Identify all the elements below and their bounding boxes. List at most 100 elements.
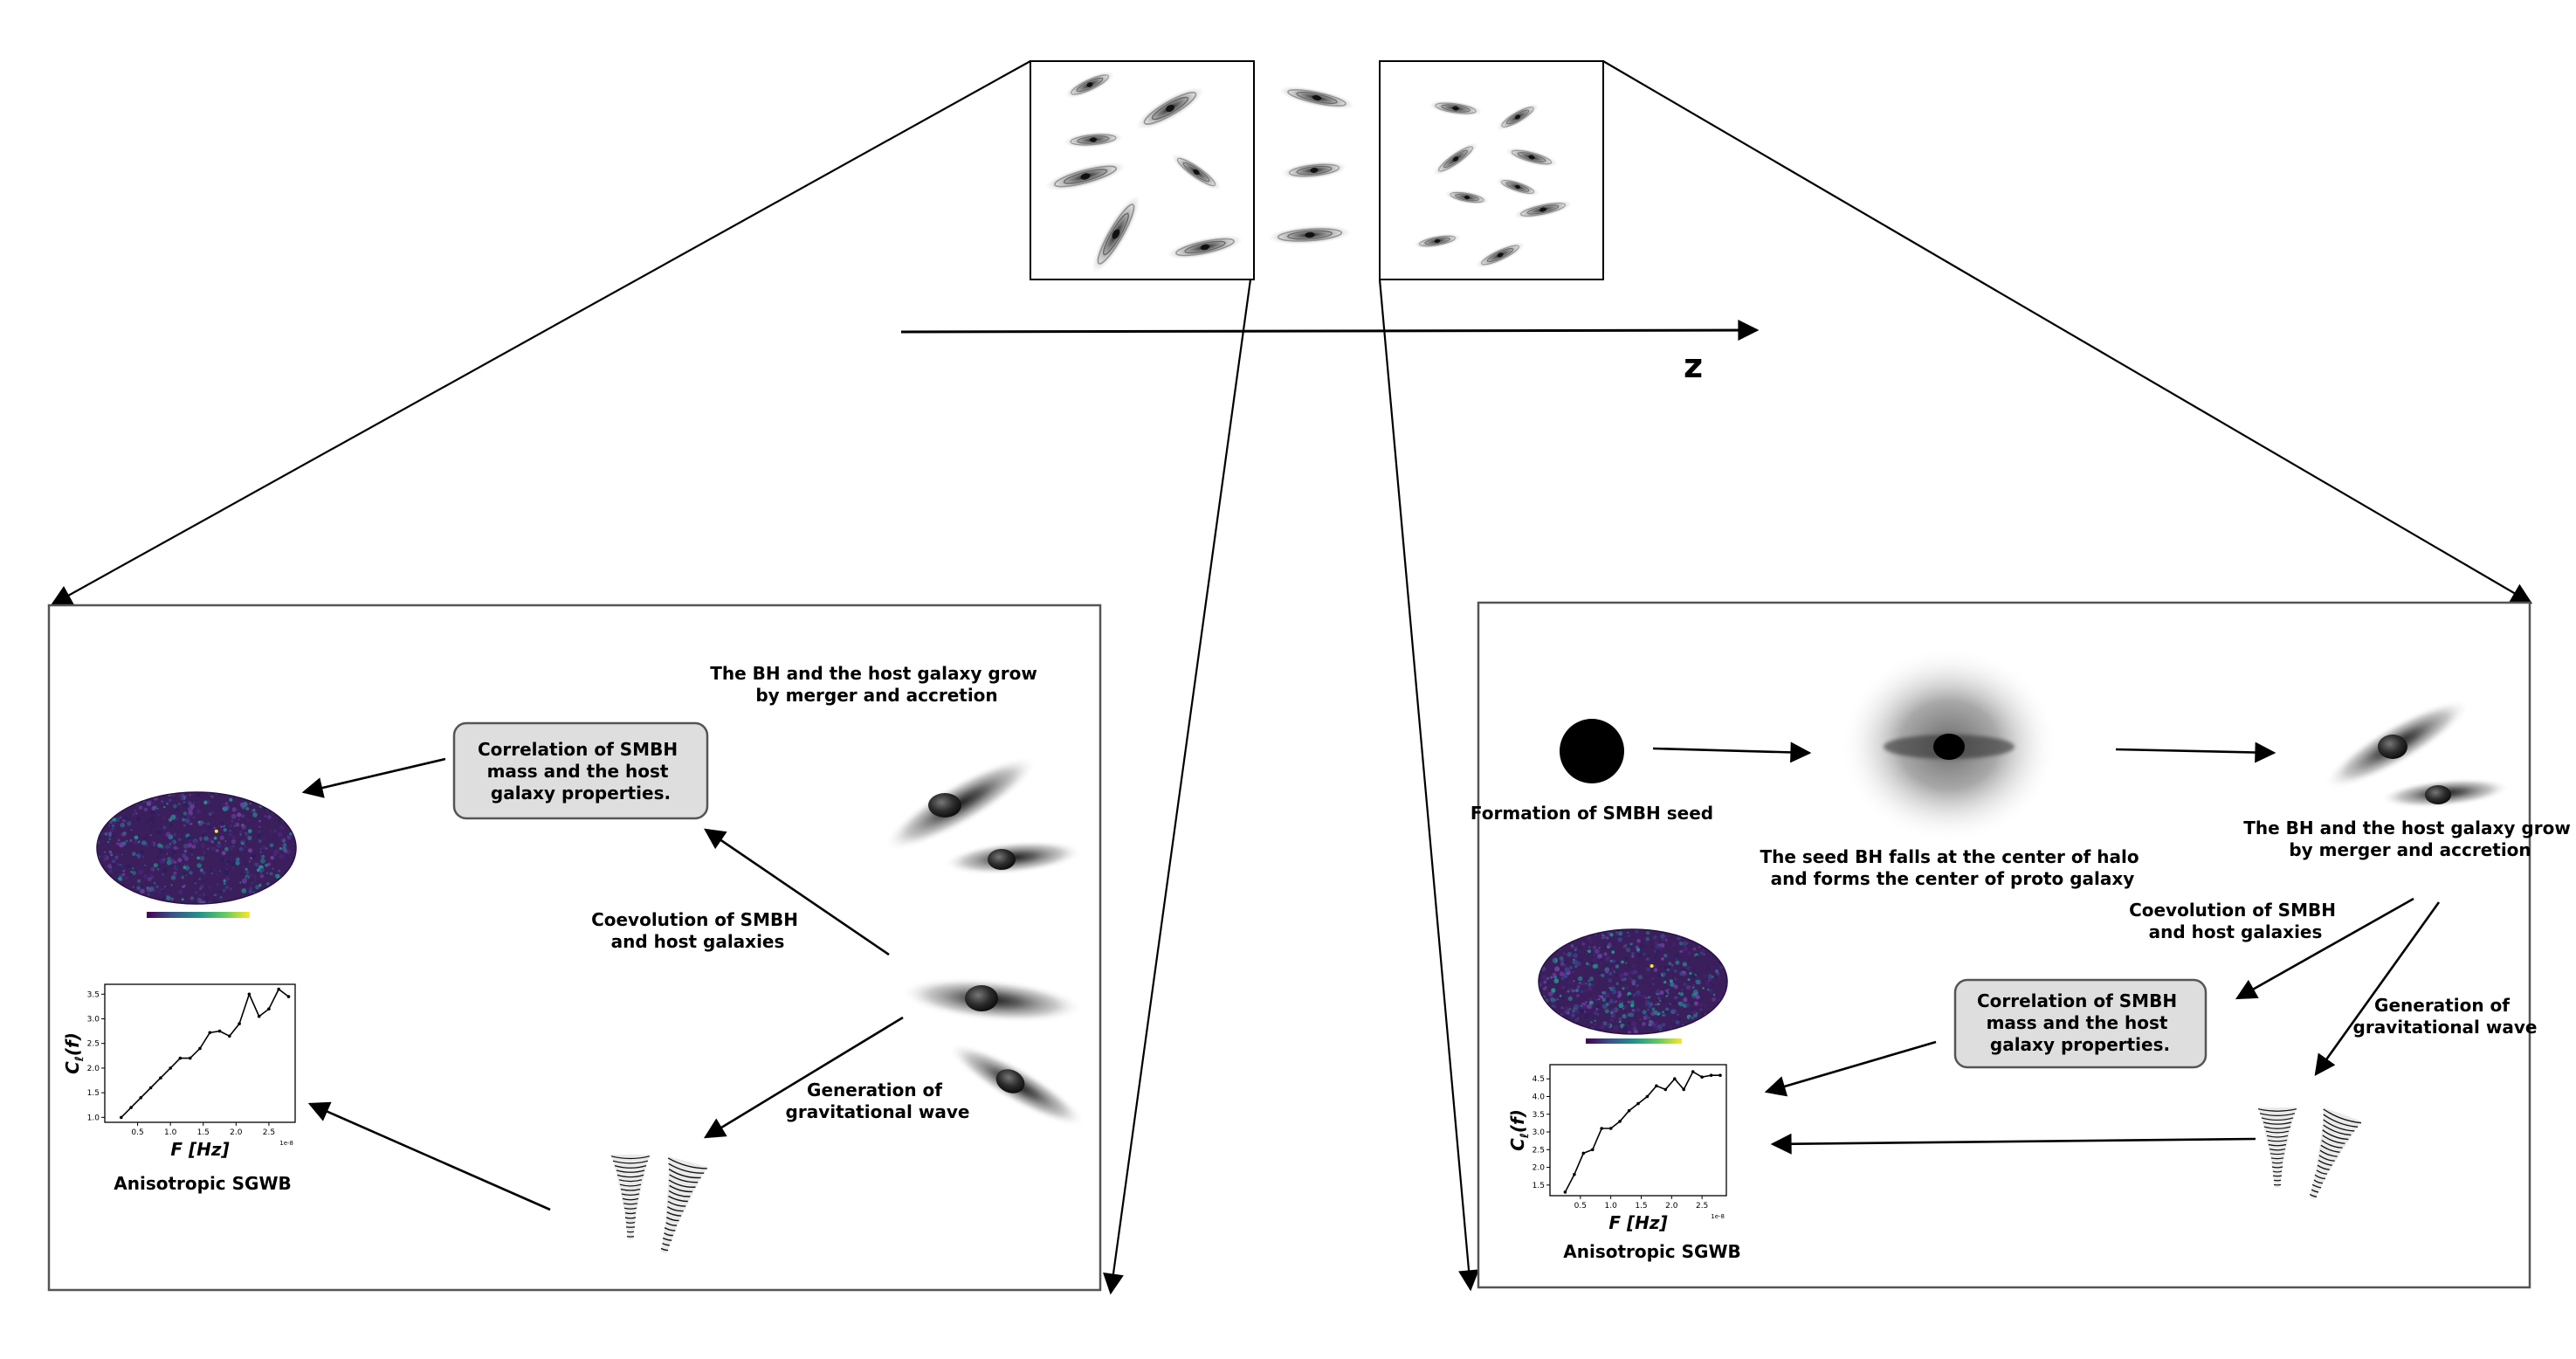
black-hole-icon [2425, 785, 2451, 804]
cl-data-point [1718, 1073, 1722, 1077]
cl-data-point [1691, 1070, 1695, 1073]
x-tick-label: 2.5 [1696, 1202, 1708, 1211]
cl-data-point [1563, 1190, 1567, 1194]
left-merging-galaxies-top [875, 742, 1085, 880]
left-grow-label: The BH and the host galaxy grow by merge… [710, 663, 1043, 706]
arrow-box-to-skymap [301, 757, 446, 798]
left-merging-galaxies-bottom [899, 972, 1092, 1139]
skymap-colorbar [147, 912, 250, 918]
zoom-connectors [50, 60, 2533, 1295]
black-hole-icon [988, 849, 1016, 870]
x-axis-label: F [Hz] [170, 1139, 229, 1160]
cl-data-point [148, 1086, 153, 1090]
cl-data-point [129, 1106, 133, 1109]
y-tick-label: 3.0 [1533, 1128, 1546, 1137]
smbh-seed-icon [1560, 719, 1624, 783]
right-grow-label: The BH and the host galaxy grow by merge… [2243, 817, 2576, 860]
x-tick-label: 1.0 [1604, 1202, 1617, 1211]
arrow-gw-to-plot [307, 1101, 551, 1211]
right-skymap [1538, 928, 1728, 1044]
y-tick-label: 3.0 [87, 1016, 100, 1024]
right-gw-funnels [2257, 1107, 2363, 1207]
right-coevolution-label: Coevolution of SMBH and host galaxies [2129, 900, 2342, 942]
cl-data-point [238, 1022, 241, 1025]
cl-data-point [257, 1014, 261, 1018]
right-seed-label: Formation of SMBH seed [1471, 803, 1713, 824]
cl-data-point [1581, 1151, 1586, 1155]
y-tick-label: 1.5 [87, 1089, 100, 1098]
cl-data-point [1673, 1077, 1677, 1080]
left-panel-frame [47, 604, 1102, 1292]
cl-series-line [121, 988, 289, 1118]
arrow-gw-to-plot [1770, 1133, 2256, 1155]
cl-data-point [1682, 1087, 1685, 1092]
redshift-axis-arrow [900, 320, 1760, 341]
x-tick-label: 2.5 [263, 1128, 275, 1137]
arrow-galaxies-to-box [704, 828, 890, 956]
y-tick-label: 2.5 [1533, 1146, 1545, 1155]
black-hole-icon [1933, 734, 1965, 760]
right-sgwb-label: Anisotropic SGWB [1563, 1241, 1741, 1262]
left-sgwb-label: Anisotropic SGWB [114, 1173, 292, 1194]
black-hole-icon [2378, 735, 2407, 759]
cl-data-point [1608, 1127, 1613, 1130]
cl-data-point [198, 1046, 202, 1051]
arrow-merger-to-gw [2314, 901, 2441, 1076]
arrow-galaxies-to-gw [703, 1016, 904, 1139]
cl-data-point [169, 1066, 172, 1070]
left-gw-funnels [610, 1154, 709, 1259]
right-merging-galaxies [2316, 686, 2511, 812]
cl-data-point [1636, 1101, 1640, 1106]
left-correlation-box: Correlation of SMBH mass and the host ga… [452, 721, 709, 820]
x-tick-label: 0.5 [1574, 1202, 1587, 1211]
arrow-seed-to-halo [1652, 742, 1812, 763]
cl-data-point [277, 987, 281, 991]
right-halo [1840, 647, 2058, 843]
cl-data-point [120, 1115, 123, 1120]
x-axis-label: F [Hz] [1608, 1212, 1667, 1233]
black-hole-icon [965, 985, 998, 1011]
left-gw-label: Generation of gravitational wave [786, 1080, 970, 1122]
left-panel: The BH and the host galaxy grow by merge… [47, 604, 1102, 1292]
y-tick-label: 2.0 [1533, 1164, 1546, 1173]
cl-data-point [188, 1056, 192, 1060]
cl-data-point [1591, 1148, 1595, 1152]
cl-data-point [139, 1096, 143, 1100]
left-skymap [96, 791, 297, 918]
arrow-halo-to-merger [2115, 742, 2276, 763]
x-tick-label: 2.0 [230, 1128, 243, 1137]
skymap-colorbar [1586, 1038, 1682, 1044]
redshift-axis-label: z [1684, 347, 1703, 385]
top-galaxy-sequence: z [900, 60, 1760, 385]
x-tick-label: 1.0 [164, 1128, 177, 1137]
cl-data-point [159, 1076, 162, 1080]
connector-left-inner [1103, 279, 1252, 1295]
cl-data-point [1573, 1172, 1576, 1176]
x-offset-label: 1e-8 [1711, 1213, 1725, 1220]
y-axis-label: Cℓ(f) [62, 1032, 86, 1074]
cl-data-point [228, 1034, 231, 1038]
arrow-merger-to-box [2235, 897, 2414, 1000]
y-tick-label: 2.0 [87, 1065, 100, 1073]
y-tick-label: 1.0 [87, 1114, 100, 1122]
cl-data-point [247, 992, 251, 997]
cl-data-point [1655, 1084, 1658, 1088]
cl-data-point [1600, 1127, 1603, 1130]
x-tick-label: 1.5 [197, 1128, 210, 1137]
cl-data-point [178, 1056, 183, 1060]
galaxy-cluster-middle [1266, 80, 1358, 248]
x-tick-label: 2.0 [1665, 1202, 1678, 1211]
right-gw-label: Generation of gravitational wave [2353, 995, 2538, 1038]
y-tick-label: 2.5 [87, 1040, 100, 1049]
cl-data-point [1645, 1094, 1650, 1099]
cl-data-point [286, 995, 291, 998]
right-panel-frame [1477, 601, 2531, 1289]
cl-data-point [1627, 1108, 1631, 1113]
cl-data-point [1700, 1075, 1704, 1079]
black-hole-icon [928, 793, 961, 817]
galaxy-box-right [1379, 60, 1604, 280]
right-panel: Formation of SMBH seed The seed BH falls… [1471, 601, 2576, 1289]
cl-series-line [1564, 1070, 1720, 1193]
